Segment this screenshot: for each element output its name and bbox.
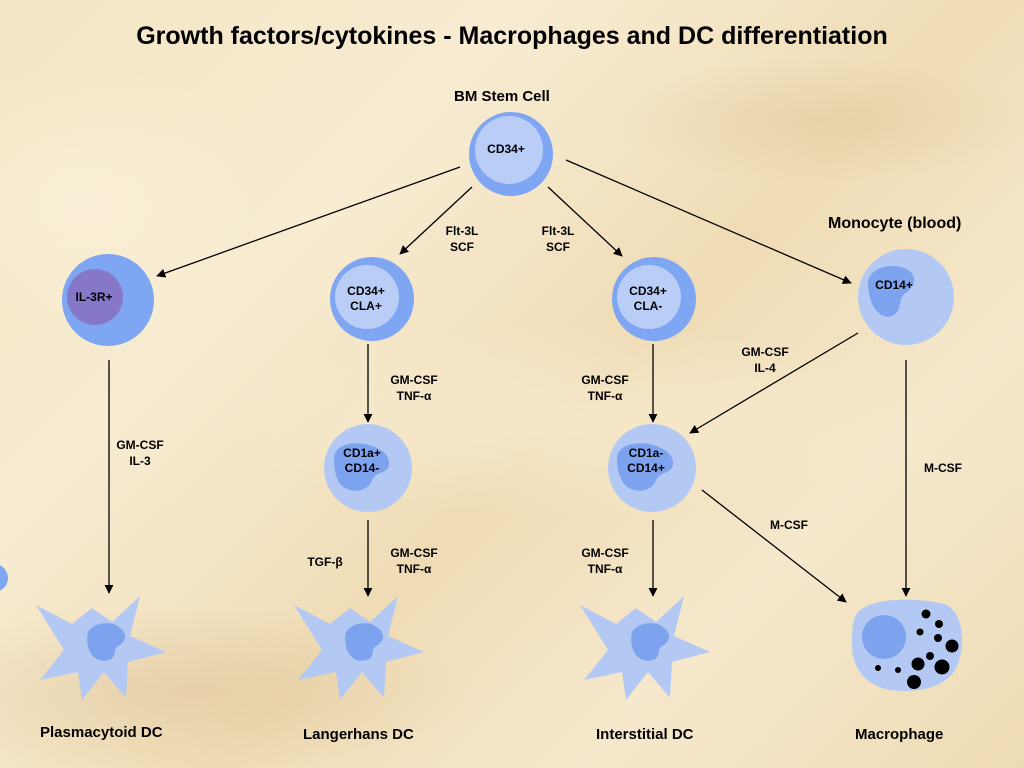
factor-gmcsf: GM-CSF — [116, 438, 164, 452]
int-mid-marker-1: CD1a- — [628, 446, 664, 460]
arrow-stem-to-il3r — [156, 166, 461, 278]
factor-gmcsf-tnf-lc1: GM-CSF TNF-α — [382, 372, 446, 404]
edge-cell-fragment — [0, 565, 8, 591]
lc-mid-marker-1: CD1a+ — [343, 446, 381, 460]
factor-flt3l-right: Flt-3L — [541, 224, 575, 238]
factor-mcsf-diagonal: M-CSF — [770, 518, 808, 532]
factor-flt3l-scf-left: Flt-3L SCF — [434, 223, 490, 255]
factor-gmcsf-lc2: GM-CSF — [390, 546, 438, 560]
factor-gmcsf-il4: GM-CSF IL-4 — [733, 344, 797, 376]
il3r-cell — [62, 254, 154, 346]
arrow-stem-to-monocyte — [565, 159, 852, 284]
lc-mid-cell — [324, 424, 412, 512]
factor-tgf-beta: TGF-β — [307, 555, 343, 569]
factor-tnf-int2: TNF-α — [587, 562, 623, 576]
arrow-stem-to-int — [547, 186, 623, 257]
stem-cell-marker: CD34+ — [487, 142, 525, 156]
monocyte-label: Monocyte (blood) — [828, 215, 962, 232]
factor-gmcsf-int2: GM-CSF — [581, 546, 629, 560]
macrophage-cell — [852, 599, 962, 691]
factor-gmcsf-lc1: GM-CSF — [390, 373, 438, 387]
factor-il4: IL-4 — [754, 361, 776, 375]
int-precursor-marker-2: CLA- — [633, 299, 663, 313]
factor-flt3l-scf-right: Flt-3L SCF — [530, 223, 586, 255]
langerhans-dc-cell — [294, 596, 424, 700]
lc-mid-marker-2: CD14- — [344, 461, 380, 475]
plasmacytoid-dc-cell — [36, 596, 166, 700]
factor-scf-right: SCF — [546, 240, 570, 254]
factor-tnf-int1: TNF-α — [587, 389, 623, 403]
langerhans-dc-label: Langerhans DC — [303, 726, 414, 743]
stem-cell — [469, 112, 553, 196]
int-precursor-marker-1: CD34+ — [629, 284, 667, 298]
int-precursor-cell — [612, 257, 696, 341]
factor-il3: IL-3 — [129, 454, 151, 468]
monocyte-marker: CD14+ — [875, 278, 913, 292]
il3r-cell-marker: IL-3R+ — [75, 290, 113, 304]
lc-precursor-marker-2: CLA+ — [350, 299, 382, 313]
factor-gmcsf-tnf-lc2: GM-CSF TNF-α — [382, 545, 446, 577]
factor-flt3l-left: Flt-3L — [445, 224, 479, 238]
int-mid-markers: CD1a- CD14+ — [616, 446, 676, 476]
int-mid-cell — [608, 424, 696, 512]
lc-mid-markers: CD1a+ CD14- — [332, 446, 392, 476]
interstitial-dc-label: Interstitial DC — [596, 726, 694, 743]
factor-tnf-lc2: TNF-α — [396, 562, 432, 576]
plasmacytoid-dc-label: Plasmacytoid DC — [40, 724, 163, 741]
int-mid-marker-2: CD14+ — [627, 461, 665, 475]
monocyte-cell — [858, 249, 954, 345]
lc-precursor-markers: CD34+ CLA+ — [336, 284, 396, 314]
factor-gmcsf-tnf-int2: GM-CSF TNF-α — [573, 545, 637, 577]
factor-gmcsf-tnf-int1: GM-CSF TNF-α — [573, 372, 637, 404]
arrow-stem-to-lc — [399, 186, 473, 255]
factor-gmcsf-il3: GM-CSF IL-3 — [110, 437, 170, 469]
arrow-cd1a-to-macrophage — [701, 489, 847, 603]
factor-mcsf-right: M-CSF — [924, 461, 962, 475]
factor-tnf-lc1: TNF-α — [396, 389, 432, 403]
arrow-monocyte-to-cd1a — [689, 332, 859, 434]
slide-title: Growth factors/cytokines - Macrophages a… — [136, 22, 888, 50]
interstitial-dc-cell — [580, 596, 710, 700]
lc-precursor-marker-1: CD34+ — [347, 284, 385, 298]
stem-cell-label: BM Stem Cell — [454, 88, 550, 105]
macrophage-label: Macrophage — [855, 726, 944, 743]
int-precursor-markers: CD34+ CLA- — [618, 284, 678, 314]
factor-scf-left: SCF — [450, 240, 474, 254]
factor-gmcsf-int1: GM-CSF — [581, 373, 629, 387]
factor-gmcsf-il4-top: GM-CSF — [741, 345, 789, 359]
lc-precursor-cell — [330, 257, 414, 341]
